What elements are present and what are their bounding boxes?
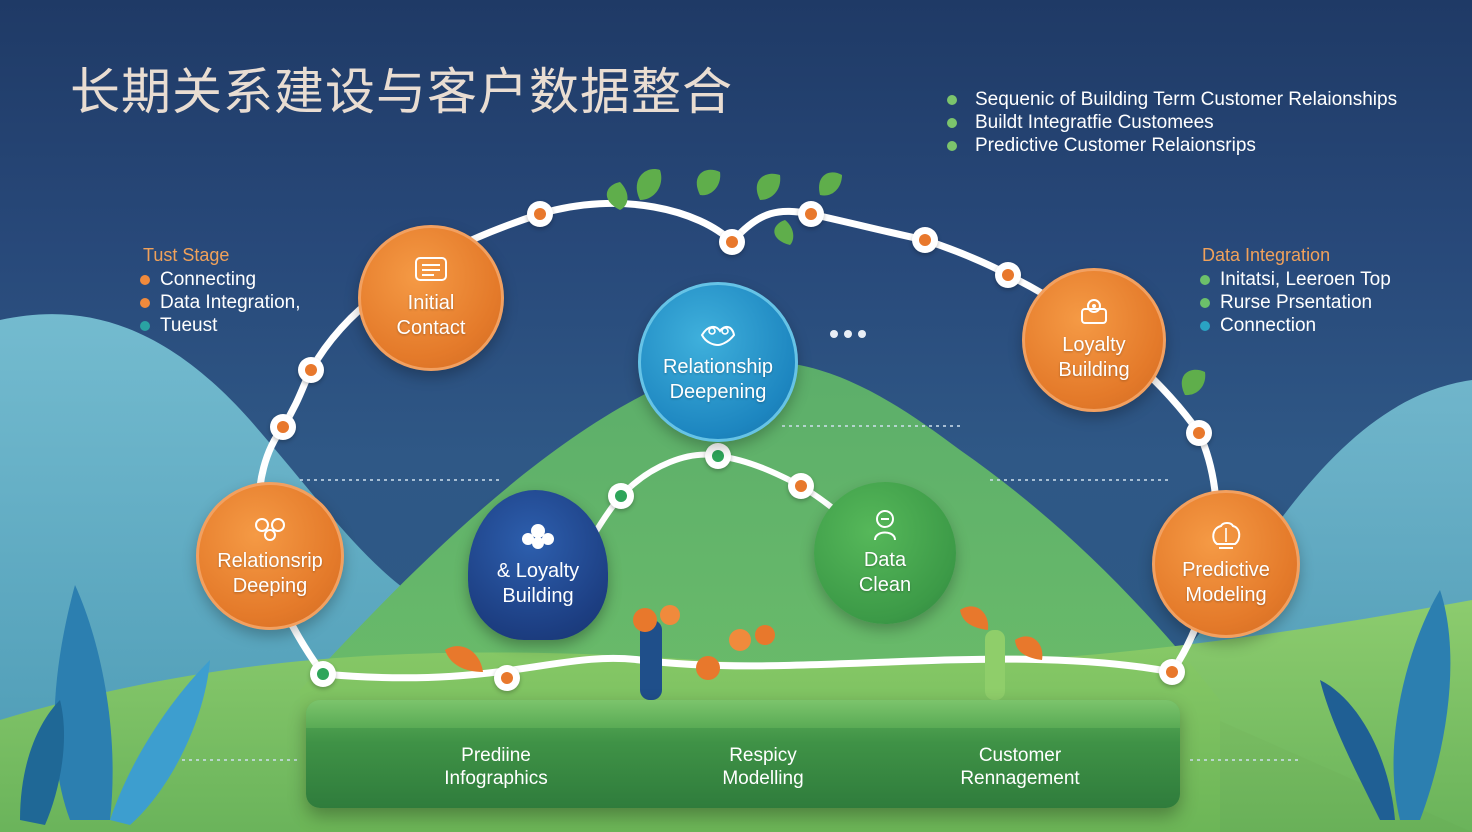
list-item-text: Sequenic of Building Term Customer Relai… [975, 89, 1398, 110]
flower-plants [445, 605, 1043, 700]
list-item: Connection [1198, 314, 1391, 337]
list-item: Predictive Customer Relaionsrips [945, 134, 1397, 157]
path-node [270, 414, 296, 440]
list-item: Sequenic of Building Term Customer Relai… [945, 88, 1397, 111]
left-group-title: Tust Stage [143, 245, 230, 265]
path-node [527, 201, 553, 227]
list-item-text: Initatsi, Leeroen Top [1220, 269, 1391, 290]
loyalty-badge-icon [1081, 299, 1107, 324]
list-item-text: Predictive Customer Relaionsrips [975, 135, 1256, 156]
list-item: Buildt Integratfie Customees [945, 111, 1397, 134]
contact-card-icon [415, 257, 447, 281]
stage-label: & Loyalty Building [496, 560, 580, 607]
stage-relationship-deepening-left[interactable]: Relationsrip Deeping [196, 482, 344, 630]
stage-initial-contact[interactable]: Initial Contact [358, 225, 504, 371]
list-item: Initatsi, Leeroen Top [1198, 268, 1391, 291]
path-node [788, 473, 814, 499]
list-item-text: Rurse Prsentation [1220, 292, 1373, 313]
bullet-dot-icon [140, 298, 150, 308]
path-node [798, 201, 824, 227]
path-node [310, 661, 336, 687]
stage-label: Loyalty Building [1058, 334, 1130, 381]
bullet-dot-icon [1200, 298, 1210, 308]
list-item: Connecting [138, 268, 300, 291]
page-title: 长期关系建设与客户数据整合 [70, 63, 733, 121]
stage-label: Relationship Deepening [662, 356, 774, 403]
predictive-brain-icon [1212, 522, 1241, 549]
big-leaves-left [20, 585, 210, 825]
path-node [912, 227, 938, 253]
path-node [1159, 659, 1185, 685]
big-leaves-right [1320, 590, 1451, 820]
base-label-left: Prediine Infographics [444, 745, 548, 789]
list-item-text: Buildt Integratfie Customees [975, 112, 1214, 133]
people-network-icon [255, 518, 285, 541]
list-item-text: Data Integration, [160, 292, 301, 313]
bullet-dot-icon [140, 275, 150, 285]
bullet-dot-icon [1200, 275, 1210, 285]
path-node [494, 665, 520, 691]
bullet-dot-icon [947, 141, 957, 151]
leaf-sprouts-top [606, 169, 1206, 396]
right-group-title: Data Integration [1202, 245, 1331, 265]
path-node [995, 262, 1021, 288]
data-clean-icon [874, 510, 896, 541]
stage-predictive-modeling[interactable]: Predictive Modeling [1152, 490, 1300, 638]
stage-relationship-deepening-center[interactable]: Relationship Deepening [638, 282, 798, 442]
top-right-bullet-list: Sequenic of Building Term Customer Relai… [945, 88, 1397, 157]
list-item-text: Connection [1220, 315, 1317, 336]
stage-loyalty-building-right[interactable]: Loyalty Building [1022, 268, 1166, 412]
path-node [1186, 420, 1212, 446]
stage-label: Initial Contact [396, 292, 466, 339]
list-item: Rurse Prsentation [1198, 291, 1391, 314]
path-node [705, 443, 731, 469]
ellipsis-icon [830, 330, 866, 338]
base-label-middle: Respicy Modelling [722, 745, 804, 789]
bullet-dot-icon [1200, 321, 1210, 331]
base-platform-top [306, 700, 1180, 728]
community-icon [522, 524, 554, 549]
list-item: Tueust [138, 314, 300, 337]
path-node [608, 483, 634, 509]
stage-label: Relationsrip Deeping [217, 550, 323, 597]
list-item: Data Integration, [138, 291, 300, 314]
left-group-list: Connecting Data Integration, Tueust [138, 268, 300, 337]
path-node [719, 229, 745, 255]
path-node [298, 357, 324, 383]
stage-label: Predictive Modeling [1182, 559, 1270, 606]
bullet-dot-icon [947, 118, 957, 128]
stage-data-clean[interactable]: Data Clean [814, 482, 956, 624]
stage-label: Data Clean [858, 549, 912, 596]
base-label-right: Customer Rennagement [960, 745, 1080, 789]
list-item-text: Connecting [160, 269, 257, 290]
bullet-dot-icon [140, 321, 150, 331]
right-group-list: Initatsi, Leeroen Top Rurse Prsentation … [1198, 268, 1391, 337]
stage-loyalty-building-center[interactable]: & Loyalty Building [468, 490, 608, 640]
list-item-text: Tueust [160, 315, 218, 336]
handshake-icon [700, 325, 736, 347]
bullet-dot-icon [947, 95, 957, 105]
